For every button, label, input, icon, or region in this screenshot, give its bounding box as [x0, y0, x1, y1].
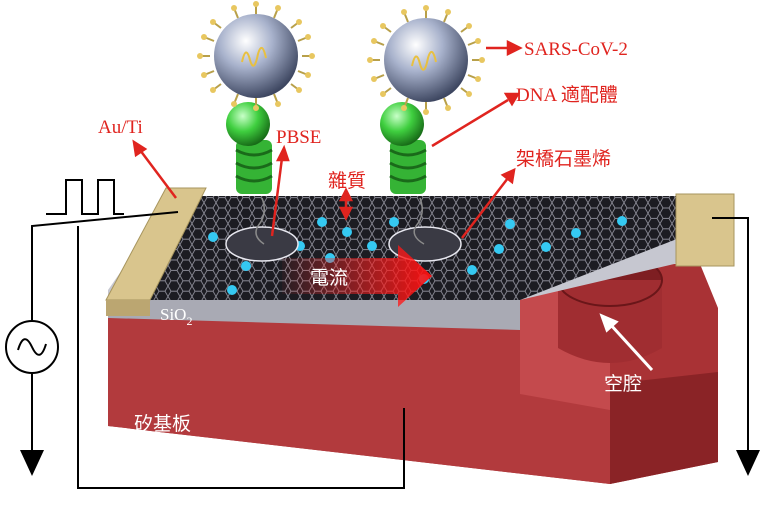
ac-source-icon	[5, 320, 59, 374]
virus-left	[197, 1, 315, 111]
pbse-label: PBSE	[276, 127, 321, 148]
aptamer-left	[226, 102, 273, 194]
aptamer-right	[380, 102, 427, 194]
pbse-ring-left	[225, 226, 299, 262]
ground-arrow-left	[20, 450, 44, 476]
virus-right	[367, 5, 485, 115]
current-label: 電流	[310, 267, 348, 289]
right-electrode	[675, 193, 735, 267]
graphene-label: 架橋石墨烯	[516, 148, 611, 170]
impurity-label: 雜質	[328, 170, 366, 192]
label-arrows	[132, 39, 523, 239]
electrode-label: Au/Ti	[98, 117, 143, 138]
aptamer-label: DNA 適配體	[516, 84, 618, 106]
pbse-ring-right	[388, 226, 462, 262]
current-arrow	[282, 245, 432, 307]
cavity-arrow	[599, 313, 654, 372]
ground-arrow-right	[736, 450, 760, 476]
sio2-label-main: SiO	[160, 305, 186, 324]
substrate-label: 矽基板	[134, 413, 191, 435]
virus-label: SARS-CoV-2	[524, 39, 628, 60]
circuit-wiring	[31, 179, 749, 489]
sio2-label-subscript: 2	[186, 314, 192, 328]
cavity-label: 空腔	[604, 373, 642, 395]
linker-strands	[255, 197, 425, 245]
sio2-label: SiO2	[160, 305, 192, 328]
left-electrode	[105, 187, 207, 316]
